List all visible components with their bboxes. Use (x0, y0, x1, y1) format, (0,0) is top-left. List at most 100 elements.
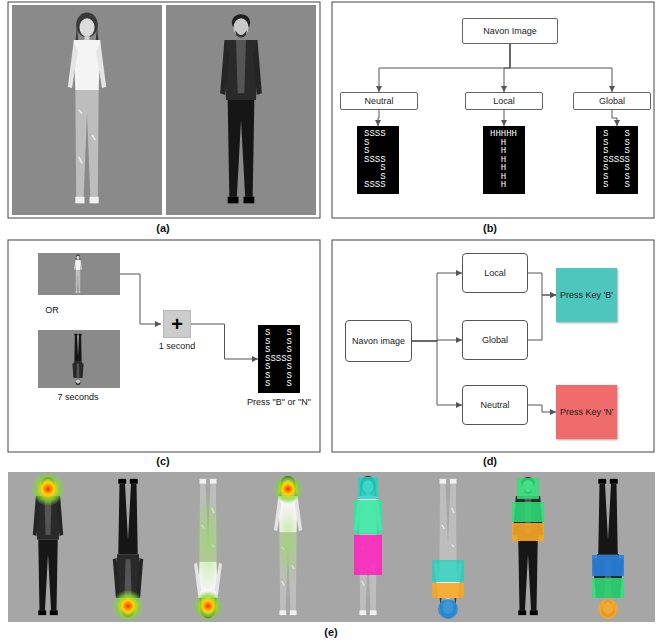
illustration-part (112, 590, 144, 622)
illustration-part (432, 583, 464, 598)
illustration-part (592, 578, 624, 598)
category-box: Global (573, 92, 651, 110)
photo-ground (12, 5, 162, 215)
navon-letters: S S (265, 380, 292, 389)
heatmap-ground (8, 472, 655, 622)
panel-frame (8, 240, 320, 452)
fixation-box: +1 second (163, 310, 191, 338)
photo-ground (38, 330, 120, 388)
connector (510, 44, 612, 92)
panel-label: (d) (483, 455, 497, 467)
panel-label: (c) (156, 455, 169, 467)
navon-letters: S (364, 173, 386, 182)
navon-letters: HHHHH (490, 130, 517, 139)
woman-figure (74, 255, 82, 293)
navon-stimulus: SSSSSSSSSS S SSSSS (357, 126, 399, 194)
node-text: Local (493, 96, 515, 106)
or-label: OR (45, 305, 59, 315)
illustration-part (517, 478, 539, 499)
connector (504, 44, 510, 92)
duration-label: 7 seconds (57, 392, 98, 402)
panel-frame (332, 240, 654, 452)
illustration-part (354, 500, 382, 534)
illustration-part (598, 599, 618, 619)
navon-stimulus: HHHHH H H H H H H (483, 126, 525, 194)
connector (378, 110, 379, 126)
panel-frame (332, 2, 654, 218)
panel-label: (b) (483, 222, 497, 234)
node-text: Navon image (352, 336, 405, 346)
illustration-part (276, 505, 300, 585)
navon-stimulus: S SS SS SSSSSSS SS SS S (258, 325, 300, 393)
category-box: Local (465, 92, 543, 110)
navon-letters: H (490, 164, 506, 173)
instruction-label: Press "B" or "N" (247, 397, 311, 407)
navon-letters: H (490, 173, 506, 182)
navon-letters: S S (603, 164, 630, 173)
connector (528, 295, 556, 340)
navon-letters: S S (603, 130, 630, 139)
node-caption: 1 second (159, 341, 196, 351)
navon-letters: S S (265, 329, 292, 338)
node-text: Press Key 'B' (560, 290, 613, 300)
connector (528, 273, 556, 295)
connector (504, 110, 505, 126)
connector (528, 405, 556, 412)
process-box: Local (462, 253, 528, 293)
process-box: Neutral (462, 385, 528, 425)
navon-letters: H (490, 139, 506, 148)
node-text: Global (482, 335, 508, 345)
illustration-part (512, 502, 544, 522)
navon-letters: S S (265, 346, 292, 355)
illustration-part (432, 560, 464, 582)
illustration-part (358, 477, 378, 499)
response-key: Press Key 'B' (556, 268, 617, 322)
connector (412, 341, 462, 405)
navon-letters: SSSS (364, 156, 386, 165)
panel-label: (e) (324, 626, 337, 638)
node-text: + (171, 314, 183, 334)
navon-letters: S S (265, 338, 292, 347)
process-box: Global (462, 320, 528, 360)
illustration-part (592, 555, 624, 576)
illustration-part (193, 591, 223, 621)
node-text: Global (599, 96, 625, 106)
response-key: Press Key 'N' (556, 385, 617, 439)
navon-letters: H (490, 156, 506, 165)
illustration-part (273, 474, 303, 504)
category-box: Neutral (340, 92, 418, 110)
illustration-part (512, 523, 544, 541)
navon-stimulus: S SS SS SSSSSSS SS SS S (596, 126, 638, 194)
node-text: Navon Image (483, 26, 537, 36)
aoi-figures (354, 476, 624, 619)
navon-letters: SSSSS (265, 355, 292, 364)
heatmap-figures (31, 472, 303, 622)
node-text: Press Key 'N' (560, 407, 613, 417)
panel-label: (a) (156, 222, 169, 234)
navon-letters: S S (603, 173, 630, 182)
man-figure (72, 334, 83, 385)
navon-letters: S S (265, 372, 292, 381)
connector (412, 273, 462, 341)
illustration-part (593, 479, 623, 617)
navon-letters: SSSS (364, 181, 386, 190)
navon-letters: S (364, 147, 369, 156)
flow-line (120, 274, 161, 324)
navon-letters: S S (603, 139, 630, 148)
navon-letters: SSSSS (603, 156, 630, 165)
photo-ground (166, 5, 316, 215)
navon-letters: S S (603, 147, 630, 156)
panel-frame (8, 2, 320, 218)
navon-letters: S S (603, 181, 630, 190)
navon-letters: S (364, 139, 369, 148)
connector (191, 324, 258, 359)
illustration-part (438, 599, 458, 619)
illustration-part (31, 472, 65, 506)
navon-letters: H (490, 181, 506, 190)
root-box: Navon Image (462, 18, 558, 44)
man-figure (220, 14, 262, 203)
connector (379, 44, 510, 92)
process-box: Navon image (345, 320, 412, 362)
woman-figure (68, 13, 106, 204)
